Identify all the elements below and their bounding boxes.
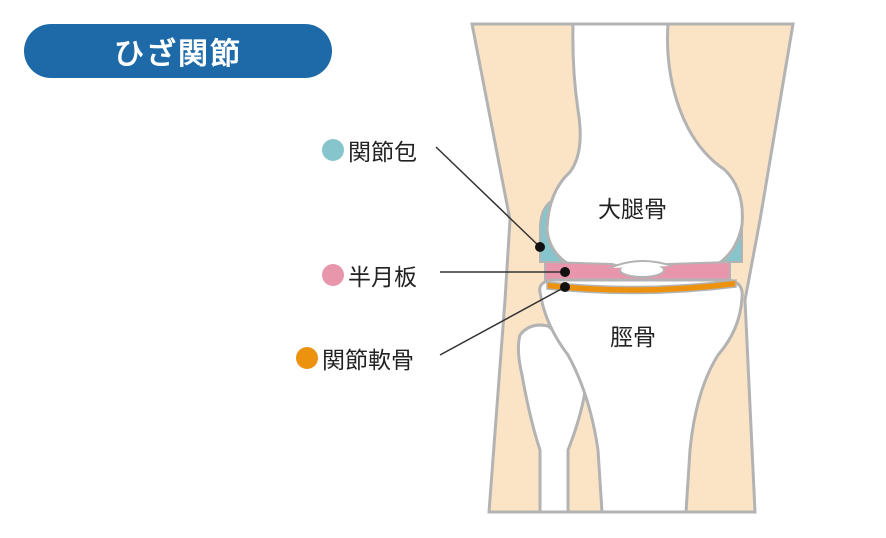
cartilage-label: 関節軟骨 [296, 341, 414, 375]
fibula-bone [516, 323, 587, 514]
capsule-pointer-dot [535, 242, 545, 252]
tibia-bone [538, 278, 744, 514]
meniscus-pointer-dot [560, 267, 570, 277]
page-title: ひざ関節 [114, 37, 242, 72]
tibia-label: 脛骨 [610, 325, 656, 351]
meniscus-color-dot [322, 264, 344, 286]
cartilage-label-text: 関節軟骨 [322, 348, 414, 374]
title-banner: ひざ関節 [24, 24, 332, 78]
capsule-label-text: 関節包 [348, 140, 417, 166]
capsule-label: 関節包 [322, 133, 417, 167]
meniscus-label: 半月板 [322, 258, 417, 292]
cartilage-pointer-dot [560, 282, 570, 292]
capsule-leader-line [435, 146, 541, 248]
femur-label: 大腿骨 [598, 197, 667, 223]
cartilage-color-dot [296, 347, 318, 369]
cruciate-ligament-upper [609, 259, 673, 269]
meniscus-label-text: 半月板 [348, 265, 417, 291]
capsule-color-dot [322, 139, 344, 161]
articular-cartilage [546, 279, 737, 295]
cartilage-leader-line [439, 286, 566, 356]
